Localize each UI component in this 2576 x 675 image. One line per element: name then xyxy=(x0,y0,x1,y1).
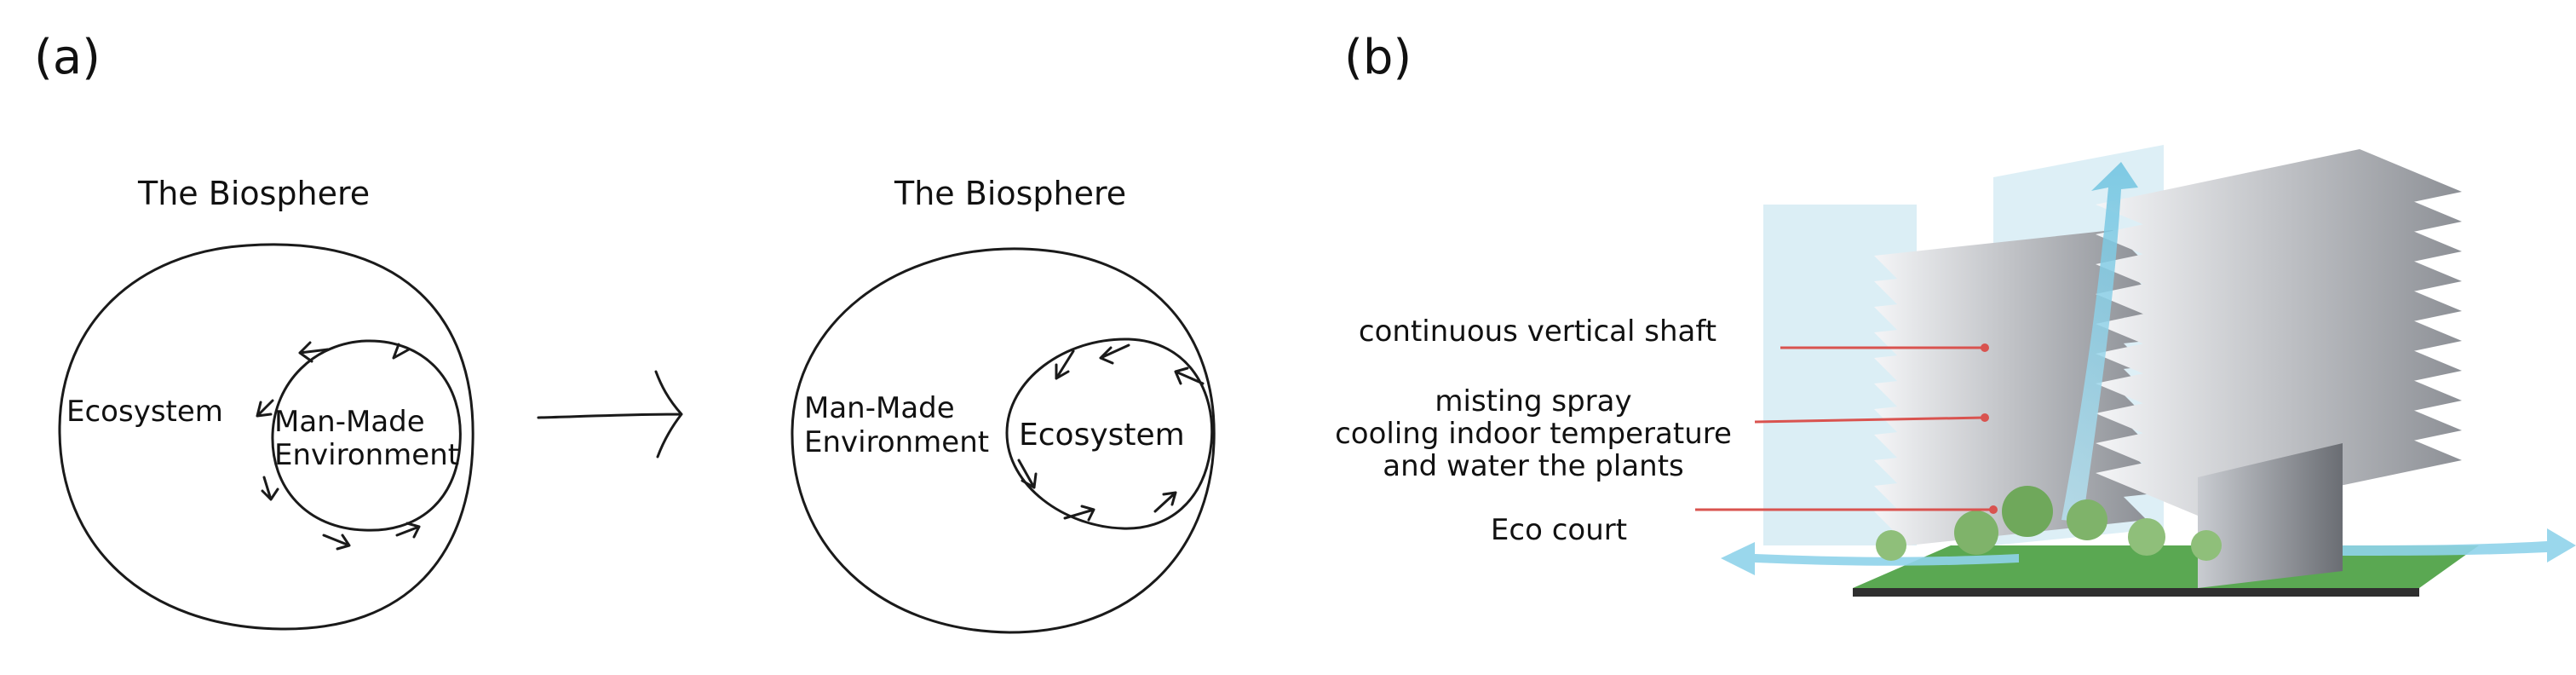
biosphere-sketch: The Biosphere Ecosystem Man-Made Environ… xyxy=(58,175,1216,634)
airflow-vertical xyxy=(2061,162,2138,522)
leader-shaft-dot xyxy=(1981,343,1989,352)
right-biosphere-title: The Biosphere xyxy=(894,175,1126,212)
airflow-left xyxy=(1721,542,2019,575)
left-inner-circle xyxy=(271,339,462,532)
left-inner-label-line2: Environment xyxy=(274,438,459,472)
ground-edge xyxy=(1853,588,2419,597)
right-arrow-2 xyxy=(1099,343,1130,365)
right-arrow-5 xyxy=(1063,505,1095,522)
callout-misting-spray: misting spray cooling indoor temperature… xyxy=(1320,385,1746,482)
transition-arrow xyxy=(537,370,683,459)
right-arrow-3 xyxy=(1174,366,1205,385)
callout-continuous-vertical-shaft: continuous vertical shaft xyxy=(1358,314,1717,349)
leader-spray-dot xyxy=(1981,413,1989,422)
left-outer-circle xyxy=(58,243,474,631)
airflow-right xyxy=(2343,528,2576,562)
eco-court-trees xyxy=(1876,486,2222,561)
right-arrow-1 xyxy=(1055,349,1075,380)
right-outer-label-line2: Environment xyxy=(804,425,989,459)
right-inner-circle xyxy=(1005,338,1214,530)
left-arrow-2 xyxy=(392,343,411,360)
right-inner-label: Ecosystem xyxy=(1019,418,1185,453)
callout-spray-line1: misting spray xyxy=(1435,384,1632,418)
left-outer-label: Ecosystem xyxy=(66,395,223,429)
left-arrow-3 xyxy=(256,399,274,418)
callout-spray-line3: and water the plants xyxy=(1383,449,1684,483)
left-inner-label-line1: Man-Made xyxy=(274,405,425,439)
right-arrow-4 xyxy=(1017,459,1038,489)
floor-slabs-right xyxy=(2096,149,2462,516)
leader-eco-dot xyxy=(1989,505,1998,514)
right-arrow-6 xyxy=(1153,491,1177,513)
left-biosphere-title: The Biosphere xyxy=(137,175,370,212)
tower-core xyxy=(2198,443,2343,588)
panel-label-a: (a) xyxy=(34,30,101,85)
left-arrow-5 xyxy=(322,534,351,551)
left-arrow-6 xyxy=(395,522,421,539)
leader-spray xyxy=(1754,416,1986,424)
right-outer-circle xyxy=(791,247,1216,634)
left-arrow-4 xyxy=(261,476,279,501)
left-arrow-1 xyxy=(298,341,330,363)
right-outer-label-line1: Man-Made xyxy=(804,391,955,425)
panel-label-b: (b) xyxy=(1344,30,1412,85)
callout-eco-court: Eco court xyxy=(1490,513,1628,547)
building-illustration xyxy=(1695,145,2576,597)
callout-spray-line2: cooling indoor temperature xyxy=(1335,417,1732,451)
